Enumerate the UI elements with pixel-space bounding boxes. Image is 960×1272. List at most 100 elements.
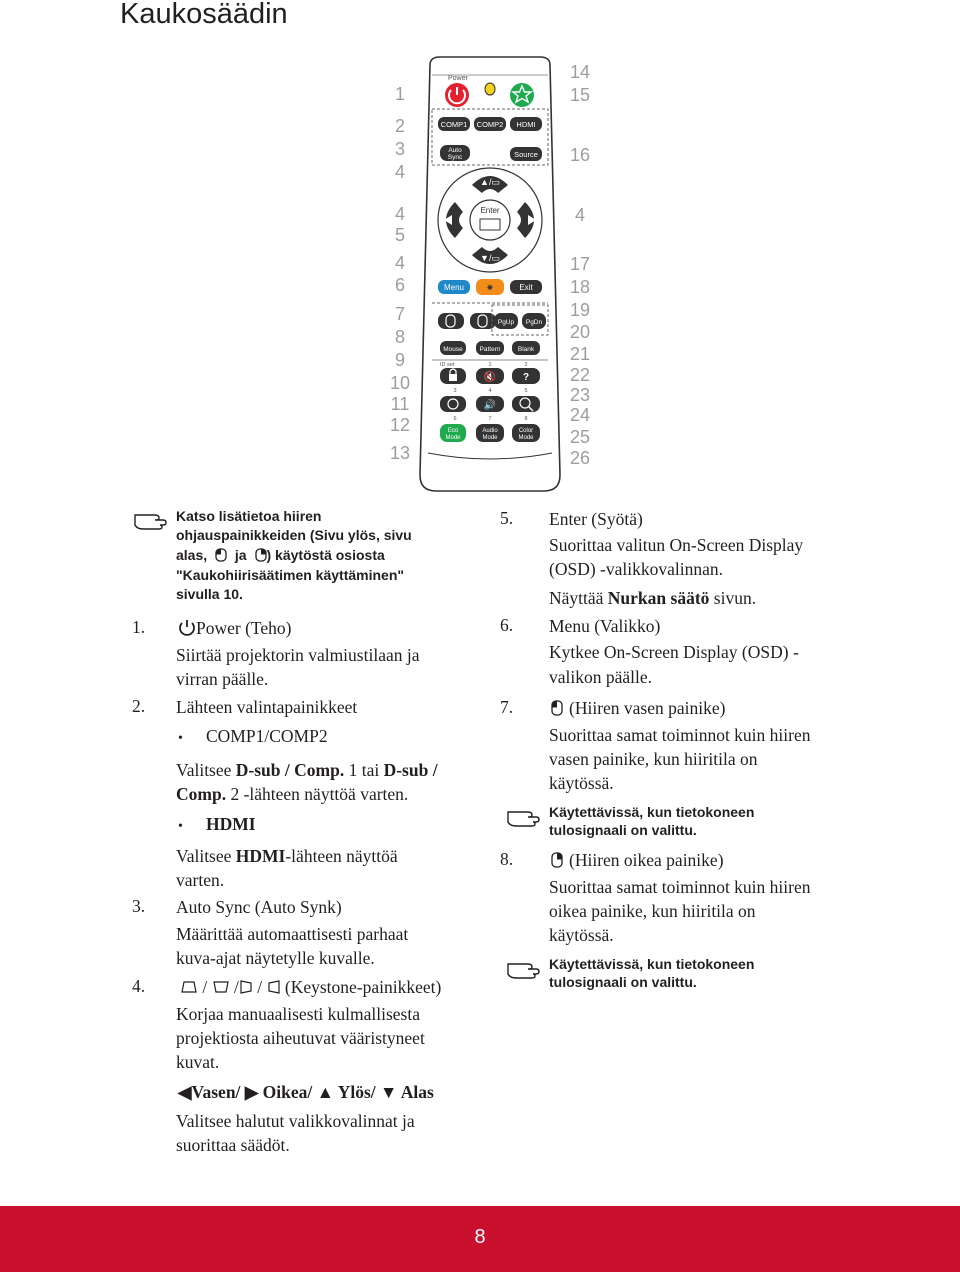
auto-sync-label-1: Auto [448,147,462,154]
laser-pointer-icon [476,279,504,295]
callout-2: 2 [394,116,405,136]
svg-text:▲/▭: ▲/▭ [480,177,500,187]
callout-11: 11 [390,394,410,414]
mute-icon: 🔇 [484,370,496,383]
bullet-dot-2: • [178,819,183,834]
timer-icon [447,398,459,410]
item-8-line-3: käytössä. [549,925,614,945]
mouse-left-icon [445,314,456,328]
callout-15: 15 [569,85,591,105]
down-triangle-icon: ▼ [380,1082,398,1102]
source-label: Source [514,150,538,159]
page-number: 8 [474,1226,486,1248]
right-arrow-icon [517,202,534,238]
color-mode-label-2: Mode [518,435,534,441]
item-8-number: 8. [500,849,514,869]
help-icon: ? [523,372,529,383]
right-triangle-icon: ▶ [244,1082,259,1102]
callout-14: 14 [569,62,591,82]
remote-svg: Power COMP1 COMP2 HDMI Auto Sync Source … [419,56,561,492]
audio-mode-label-2: Mode [482,435,498,441]
item-5-line-1: Suorittaa valitun On-Screen Display [549,535,804,555]
item-6-line-2: valikon päälle. [549,667,653,687]
item-3-number: 3. [132,896,146,916]
item-2-bullet-1: COMP1/COMP2 [206,726,328,746]
note-line-1: Katso lisätietoa hiiren [176,508,322,524]
callout-12: 12 [389,415,411,435]
item-8-note-1: Käytettävissä, kun tietokoneen [549,956,755,972]
power-caption: Power [448,75,469,82]
callout-7: 7 [394,304,405,324]
pattern-label: Pattern [480,346,501,353]
mouse-right-icon-item8 [551,852,563,868]
item-4-heading: / / / (Keystone-painikkeet) [180,975,441,999]
item-4-line-2: projektiosta aiheutuvat vääristyneet [176,1028,425,1048]
up-arrow-icon [472,176,508,193]
item-6-number: 6. [500,615,514,635]
eco-mode-label-1: Eco [448,428,459,434]
callout-25: 25 [569,427,591,447]
callout-20: 20 [569,322,591,342]
item-4-arrows-line: ◀Vasen/ ▶ Oikea/ ▲ Ylös/ ▼ Alas [178,1082,434,1102]
mouse-right-icon [477,314,488,328]
svg-text:2: 2 [524,362,527,368]
pgdn-label: PgDn [526,319,543,326]
item-1-line-1: Siirtää projektorin valmiustilaan ja [176,645,420,665]
item-2-bullet-2: HDMI [206,814,256,834]
item-1-heading: Power (Teho) [178,616,291,640]
callout-22: 22 [569,365,591,385]
footer-bar [0,1206,960,1272]
callout-9: 9 [394,350,405,370]
up-triangle-icon: ▲ [316,1082,334,1102]
callout-4b: 4 [394,204,405,224]
item-2-number: 2. [132,696,146,716]
item-8-line-1: Suorittaa samat toiminnot kuin hiiren [549,877,811,897]
note-line-4: "Kaukohiirisäätimen käyttäminen" [176,567,405,583]
item-1-number: 1. [132,617,146,637]
item-1-line-2: virran päälle. [176,669,269,689]
svg-text:8: 8 [524,416,527,422]
svg-text:3: 3 [453,388,456,394]
id-set-caption: ID set [440,362,455,368]
item-7-heading: (Hiiren vasen painike) [551,696,725,720]
hand-pointer-icon-2 [507,811,540,827]
callout-23: 23 [569,385,591,405]
item-3-heading: Auto Sync (Auto Synk) [176,897,342,917]
item-6-line-1: Kytkee On-Screen Display (OSD) - [549,642,799,662]
hand-pointer-icon [134,514,167,530]
svg-text:✷: ✷ [486,283,494,294]
zoom-icon [519,397,531,409]
callout-5: 5 [394,225,405,245]
exit-label: Exit [519,283,533,292]
down-arrow-icon [472,247,508,264]
callout-17: 17 [569,254,591,274]
svg-text:▼/▭: ▼/▭ [480,253,500,263]
item-7-line-3: käytössä. [549,773,614,793]
item-2-b2-line-1: Valitsee HDMI-lähteen näyttöä [176,846,398,866]
item-5-number: 5. [500,508,514,528]
item-4-number: 4. [132,976,146,996]
power-icon-inline [179,620,195,636]
left-triangle-icon: ◀ [178,1082,192,1102]
mouse-left-icon-inline [215,548,227,562]
callout-8: 8 [394,327,405,347]
bullet-dot-1: • [178,731,183,746]
note-line-2: ohjauspainikkeiden (Sivu ylös, sivu [176,527,412,543]
hand-pointer-icon-3 [507,963,540,979]
item-5-heading: Enter (Syötä) [549,509,643,529]
callout-4a: 4 [394,162,405,182]
keystone-right-icon [240,980,252,994]
mouse-left-icon-item7 [551,700,563,716]
audio-mode-label-1: Audio [482,428,498,434]
keystone-up-icon [181,981,197,993]
hdmi-label: HDMI [516,120,535,129]
note-line-5: sivulla 10. [176,586,243,602]
item-7-note-1: Käytettävissä, kun tietokoneen [549,804,755,820]
keystone-down-icon [212,981,229,993]
svg-text:4: 4 [488,388,491,394]
item-2-b2-line-2: varten. [176,870,225,890]
eco-mode-label-2: Mode [445,435,461,441]
mouse-right-icon-inline [254,548,267,562]
callout-4c: 4 [394,253,405,273]
svg-text:1: 1 [488,362,491,368]
